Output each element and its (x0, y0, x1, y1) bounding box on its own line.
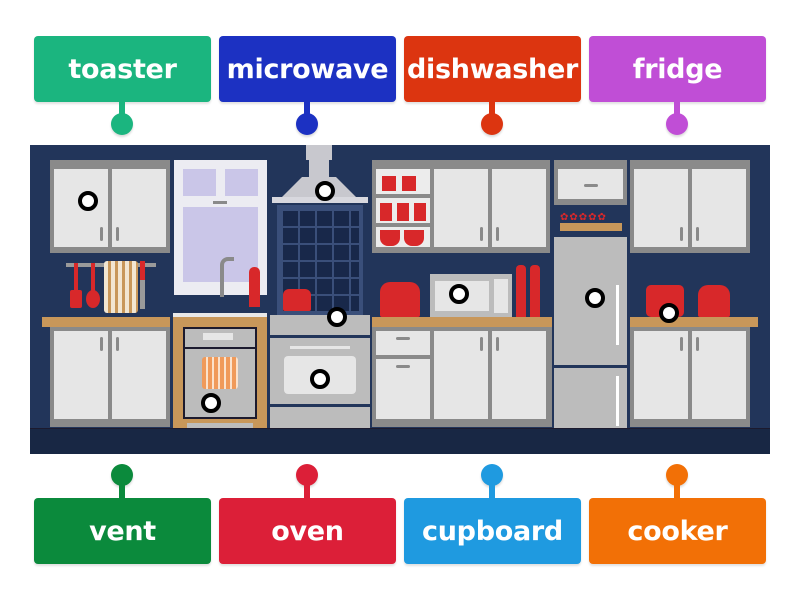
label-cooker[interactable]: cooker (589, 498, 766, 564)
spatula-icon (74, 263, 78, 293)
label-oven-stem (304, 482, 310, 498)
window (174, 160, 267, 295)
kitchen-illustration: ✿✿✿✿✿ (30, 145, 770, 454)
small-pot (283, 289, 311, 311)
label-dishwasher-pin[interactable] (481, 113, 503, 135)
lower-left-cabinet (50, 327, 170, 427)
label-vent-pin[interactable] (111, 464, 133, 486)
counter-sink (173, 313, 267, 317)
dishwasher-frame (173, 317, 267, 429)
counter-right (630, 317, 758, 327)
cabinet-door (376, 359, 430, 419)
label-cupboard-stem (489, 482, 495, 498)
spatula-head (70, 290, 82, 308)
hotspot-dishwasher-door[interactable] (201, 393, 221, 413)
cabinet-door (692, 331, 746, 419)
upper-left-cabinet (50, 160, 170, 253)
label-cupboard[interactable]: cupboard (404, 498, 581, 564)
label-vent[interactable]: vent (34, 498, 211, 564)
hotspot-oven-door[interactable] (310, 369, 330, 389)
cabinet-door (692, 169, 746, 247)
dishwasher-base (187, 423, 253, 431)
hotspot-range-hood[interactable] (315, 181, 335, 201)
cabinet-door (112, 169, 166, 247)
upper-right-cabinet (630, 160, 750, 253)
label-vent-stem (119, 482, 125, 498)
label-cooker-pin[interactable] (666, 464, 688, 486)
floor (30, 429, 770, 454)
knife-icon (140, 261, 145, 309)
microwave (430, 274, 512, 317)
cabinet-door (112, 331, 166, 419)
hotspot-microwave[interactable] (449, 284, 469, 304)
sauce-bottle (249, 267, 260, 307)
ladle-head (86, 290, 100, 308)
tea-towel (104, 261, 138, 313)
hotspot-toaster[interactable] (659, 303, 679, 323)
hotspot-cooktop[interactable] (327, 307, 347, 327)
drawer (376, 331, 430, 355)
ladle-icon (91, 263, 95, 293)
label-dishwasher[interactable]: dishwasher (404, 36, 581, 102)
fridge (554, 237, 627, 433)
cabinet-door (54, 169, 108, 247)
cabinet-door (492, 169, 546, 247)
range-hood (306, 145, 332, 160)
hotspot-upper-left-cupboard[interactable] (78, 191, 98, 211)
label-microwave-stem (304, 101, 310, 117)
label-oven[interactable]: oven (219, 498, 396, 564)
bottle (516, 265, 526, 317)
large-pot (380, 282, 420, 317)
faucet (220, 257, 234, 297)
label-microwave[interactable]: microwave (219, 36, 396, 102)
lower-right-cabinet (630, 327, 750, 427)
counter-middle (372, 317, 552, 327)
label-fridge-stem (674, 101, 680, 117)
open-shelf-unit (372, 160, 550, 253)
cabinet-door (54, 331, 108, 419)
label-dishwasher-stem (489, 101, 495, 117)
label-microwave-pin[interactable] (296, 113, 318, 135)
cabinet-door (434, 331, 488, 419)
upper-fridge-cabinet (554, 160, 627, 205)
counter-left (42, 317, 170, 327)
label-toaster-stem (119, 101, 125, 117)
label-oven-pin[interactable] (296, 464, 318, 486)
label-fridge[interactable]: fridge (589, 36, 766, 102)
bottle (530, 265, 540, 317)
cabinet-door (634, 169, 688, 247)
flower-planter: ✿✿✿✿✿ (560, 213, 622, 231)
label-cupboard-pin[interactable] (481, 464, 503, 486)
label-cooker-stem (674, 482, 680, 498)
hotspot-fridge[interactable] (585, 288, 605, 308)
label-toaster[interactable]: toaster (34, 36, 211, 102)
label-toaster-pin[interactable] (111, 113, 133, 135)
kettle (698, 285, 730, 317)
cabinet-door (492, 331, 546, 419)
label-fridge-pin[interactable] (666, 113, 688, 135)
lower-middle-cabinet (372, 327, 552, 427)
cabinet-door (434, 169, 488, 247)
cabinet-door (634, 331, 688, 419)
